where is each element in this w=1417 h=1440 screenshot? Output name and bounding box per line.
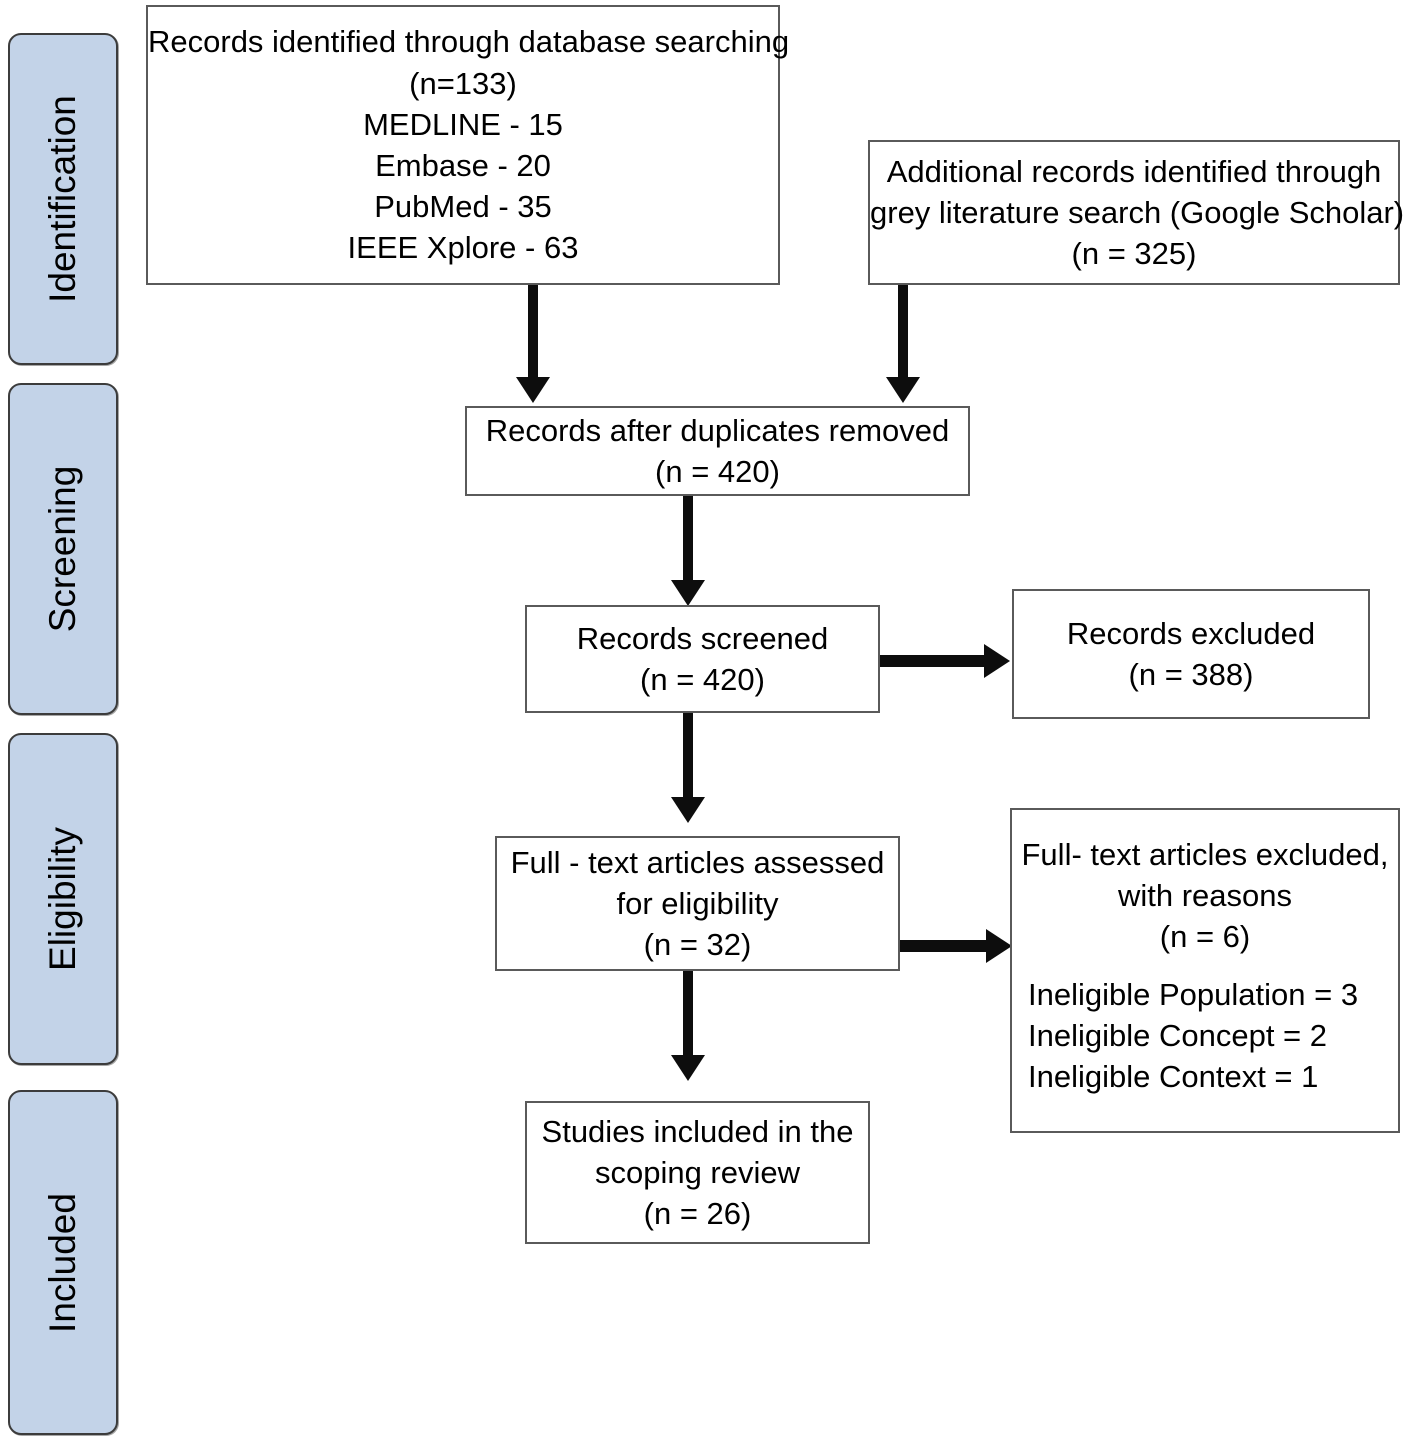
box-fulltext-excluded-header-3: (n = 6) [1159, 919, 1251, 955]
box-fulltext-assessed-line-3: (n = 32) [643, 927, 752, 963]
box-fulltext-excluded-reason-2: Ineligible Concept = 2 [1028, 1017, 1328, 1053]
box-studies-included-line-2: scoping review [594, 1154, 801, 1190]
box-records-screened: Records screened (n = 420) [525, 605, 880, 713]
box-database-search-line-6: IEEE Xplore - 63 [347, 230, 579, 266]
box-fulltext-excluded: Full- text articles excluded, with reaso… [1010, 808, 1400, 1133]
stage-included-label: Included [42, 1192, 83, 1333]
box-studies-included-line-3: (n = 26) [643, 1196, 752, 1232]
box-records-screened-line-1: Records screened [576, 620, 829, 656]
stage-screening-label: Screening [42, 465, 83, 633]
box-duplicates-removed-line-1: Records after duplicates removed [485, 412, 950, 448]
box-database-search-line-2: (n=133) [409, 65, 517, 101]
box-database-search-line-5: PubMed - 35 [374, 189, 552, 225]
box-database-search-line-3: MEDLINE - 15 [363, 106, 563, 142]
box-duplicates-removed-line-2: (n = 420) [655, 454, 780, 489]
box-records-excluded-line-2: (n = 388) [1128, 657, 1254, 692]
box-records-excluded-line-1: Records excluded [1066, 615, 1316, 651]
box-fulltext-assessed-line-2: for eligibility [616, 885, 779, 921]
box-grey-literature-line-2: grey literature search (Google Scholar) [870, 194, 1405, 230]
box-records-excluded: Records excluded (n = 388) [1012, 589, 1370, 719]
box-studies-included-line-1: Studies included in the [541, 1113, 854, 1149]
box-duplicates-removed: Records after duplicates removed (n = 42… [465, 406, 970, 496]
box-fulltext-excluded-header-2: with reasons [1117, 878, 1293, 914]
box-fulltext-excluded-header-1: Full- text articles excluded, [1021, 837, 1389, 872]
box-studies-included: Studies included in the scoping review (… [525, 1101, 870, 1244]
box-database-search-line-4: Embase - 20 [375, 148, 551, 183]
stage-included: Included [8, 1090, 118, 1435]
box-fulltext-excluded-reason-3: Ineligible Context = 1 [1028, 1059, 1319, 1095]
stage-eligibility: Eligibility [8, 733, 118, 1065]
box-fulltext-excluded-reason-1: Ineligible Population = 3 [1028, 976, 1359, 1012]
box-database-search-line-1: Records identified through database sear… [148, 24, 790, 60]
stage-eligibility-label: Eligibility [42, 827, 83, 971]
box-grey-literature-line-1: Additional records identified through [886, 153, 1382, 189]
box-fulltext-assessed: Full - text articles assessed for eligib… [495, 836, 900, 971]
box-grey-literature-line-3: (n = 325) [1071, 236, 1197, 272]
box-grey-literature: Additional records identified through gr… [868, 140, 1405, 285]
box-records-screened-line-2: (n = 420) [640, 662, 765, 697]
spacer [1012, 958, 1398, 974]
box-fulltext-assessed-line-1: Full - text articles assessed [510, 844, 885, 880]
stage-screening: Screening [8, 383, 118, 715]
box-database-search: Records identified through database sear… [146, 5, 790, 285]
stage-identification-label: Identification [42, 95, 83, 303]
stage-identification: Identification [8, 33, 118, 365]
